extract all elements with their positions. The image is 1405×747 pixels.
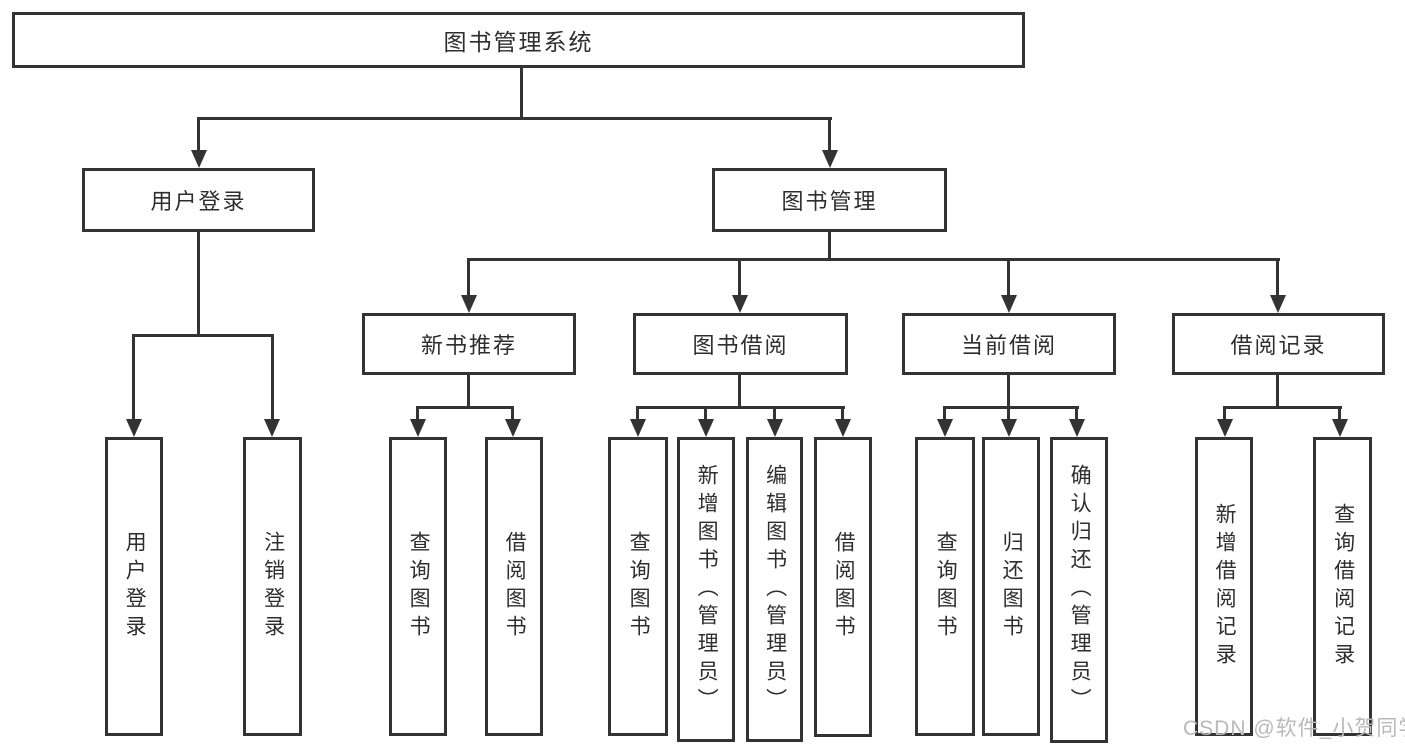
node-current-borrowing: 当前借阅 [902,313,1116,375]
connector-line [738,258,741,298]
connector-line [1276,375,1279,408]
connector-line [1338,406,1341,421]
arrowhead-icon [1001,295,1017,313]
arrowhead-icon [264,419,280,437]
connector-line [511,406,514,421]
leaf-current-query: 查询图书 [915,437,975,736]
connector-line [133,334,274,337]
leaf-records-query: 查询借阅记录 [1313,437,1372,736]
arrowhead-icon [505,419,521,437]
node-book-borrowing: 图书借阅 [633,313,848,375]
node-root: 图书管理系统 [12,12,1025,68]
node-user-login: 用户登录 [82,168,315,232]
node-new-book-recommend: 新书推荐 [362,313,576,375]
leaf-current-confirm-admin: 确认归还（管理员） [1050,437,1108,743]
connector-line [1007,375,1010,408]
connector-line [1223,406,1226,421]
arrowhead-icon [767,419,783,437]
connector-line [636,406,639,421]
connector-line [198,117,832,120]
arrowhead-icon [461,295,477,313]
connector-line [944,406,1079,409]
leaf-borrowing-borrow: 借阅图书 [814,437,872,737]
arrowhead-icon [822,150,838,168]
arrowhead-icon [1332,419,1348,437]
leaf-newbooks-borrow: 借阅图书 [485,437,543,736]
connector-line [1075,406,1078,421]
leaf-user-login: 用户登录 [105,437,163,736]
arrowhead-icon [1001,419,1017,437]
connector-line [416,406,419,421]
arrowhead-icon [1069,419,1085,437]
connector-line [1007,406,1010,421]
connector-line [738,375,741,408]
connector-line [704,406,707,421]
csdn-watermark: CSDN @软件_小贺同学 [1183,717,1405,740]
connector-line [1007,258,1010,298]
leaf-current-return: 归还图书 [982,437,1040,736]
connector-line [828,232,831,259]
connector-line [773,406,776,421]
leaf-logout: 注销登录 [243,437,302,736]
connector-line [467,258,470,298]
connector-line [271,334,274,422]
arrowhead-icon [698,419,714,437]
connector-line [197,117,200,152]
connector-line [197,232,200,335]
connector-line [637,406,845,409]
leaf-borrowing-edit-admin: 编辑图书（管理员） [746,437,803,742]
leaf-borrowing-add-admin: 新增图书（管理员） [677,437,735,742]
connector-line [520,67,523,118]
leaf-newbooks-query: 查询图书 [389,437,447,736]
connector-line [132,334,135,422]
connector-line [943,406,946,421]
connector-line [1276,258,1279,298]
connector-line [467,375,470,408]
node-borrowing-records: 借阅记录 [1172,313,1385,375]
connector-line [469,258,1280,261]
connector-line [1224,406,1342,409]
arrowhead-icon [410,419,426,437]
arrowhead-icon [630,419,646,437]
arrowhead-icon [835,419,851,437]
node-book-management: 图书管理 [712,168,947,232]
leaf-records-add: 新增借阅记录 [1195,437,1253,736]
arrowhead-icon [126,419,142,437]
leaf-borrowing-query: 查询图书 [608,437,668,736]
connector-line [841,406,844,421]
arrowhead-icon [732,295,748,313]
arrowhead-icon [1270,295,1286,313]
arrowhead-icon [937,419,953,437]
connector-line [417,406,514,409]
arrowhead-icon [191,150,207,168]
arrowhead-icon [1217,419,1233,437]
connector-line [828,117,831,152]
